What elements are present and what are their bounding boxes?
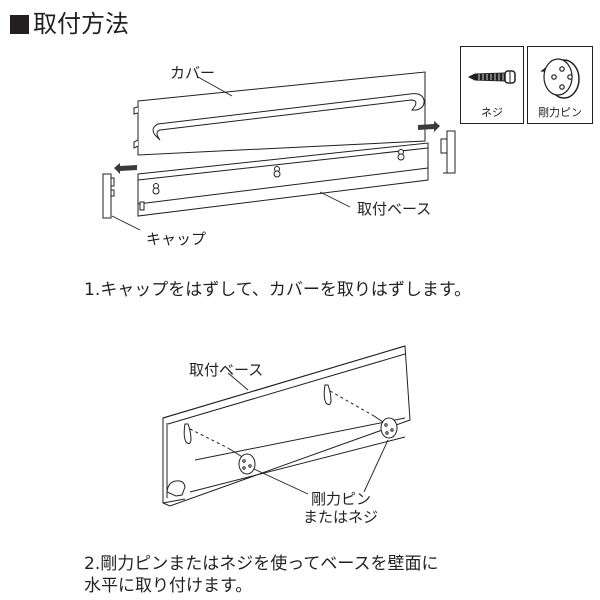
label-cap: キャップ [146, 230, 207, 248]
section-title-text: 取付方法 [33, 10, 129, 38]
label-pin-line1: 剛力ピン [311, 490, 372, 508]
pin2 [380, 417, 398, 439]
label-pin-line2: またはネジ [303, 508, 379, 526]
arrow-right-icon [418, 121, 440, 132]
square-bullet-icon [10, 14, 29, 34]
base-rail [137, 142, 429, 217]
label-cover: カバー [170, 64, 216, 82]
arrow-icons [114, 121, 440, 174]
legend-pin-label: 剛力ピン [538, 106, 582, 119]
label-base: 取付ベース [357, 200, 432, 218]
pin-icon [540, 58, 580, 99]
step2-caption-line2: 水平に取り付けます。 [84, 576, 253, 596]
screw-icon [467, 70, 516, 84]
label-base-fig2: 取付ベース [189, 361, 264, 379]
pin1 [238, 453, 256, 475]
legend-screw-box: ネジ [460, 46, 524, 124]
legend-pin-box: 剛力ピン [527, 46, 593, 124]
step1-caption: 1.キャップをはずして、カバーを取りはずします。 [84, 280, 472, 300]
arrow-left-icon [114, 163, 137, 174]
section-title: 取付方法 [10, 8, 129, 40]
step2-caption-line1: 2.剛力ピンまたはネジを使ってベースを壁面に [84, 554, 439, 574]
legend-screw-label: ネジ [481, 106, 503, 119]
